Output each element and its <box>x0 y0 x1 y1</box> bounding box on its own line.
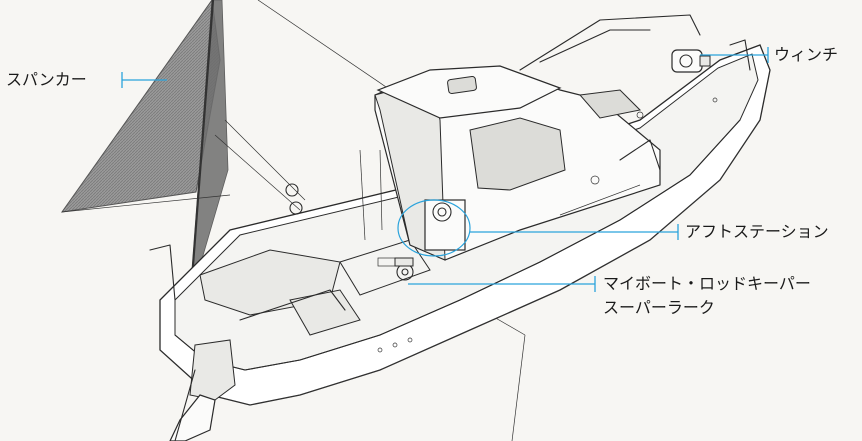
aft-station-highlight-circle <box>397 199 471 257</box>
winch <box>671 49 711 73</box>
mast <box>188 0 215 306</box>
leader-lines <box>121 47 769 292</box>
fishing-line <box>511 334 526 441</box>
fishing-rods <box>214 119 383 241</box>
label-rod-keeper: マイボート・ロッドキーパー <box>603 274 811 293</box>
rod-keeper <box>394 257 414 281</box>
label-winch: ウィンチ <box>774 45 839 64</box>
label-rod-keeper-model: スーパーラーク <box>603 298 715 317</box>
label-spanker: スパンカー <box>6 70 87 89</box>
railings <box>149 14 751 321</box>
fore-hatch <box>579 89 642 119</box>
label-aft-station: アフトステーション <box>685 222 829 241</box>
aft-station <box>397 199 471 257</box>
boom <box>61 194 231 213</box>
cabin-window <box>469 117 566 191</box>
spanker-sail <box>60 0 231 306</box>
outboard-motor <box>169 339 236 441</box>
hatch <box>447 76 477 94</box>
